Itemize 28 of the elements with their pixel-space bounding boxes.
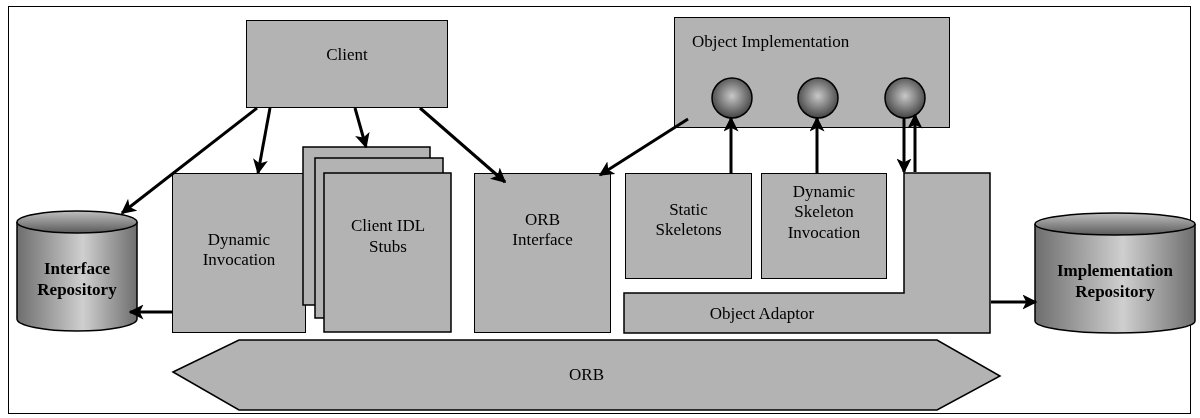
- arrow: [128, 304, 172, 320]
- arrow: [907, 113, 923, 172]
- component-label: ORB Interface: [511, 210, 574, 251]
- arrow: [419, 106, 507, 184]
- component-label: Dynamic Skeleton Invocation: [786, 182, 862, 244]
- component-box: [474, 173, 611, 333]
- component-label: Static Skeletons: [654, 199, 723, 241]
- object-implementation-box: [674, 17, 950, 128]
- arrow: [991, 294, 1038, 310]
- component-label: ORB: [569, 364, 604, 386]
- repository-label: Interface Repository: [36, 259, 118, 300]
- component-box: [761, 173, 887, 279]
- arrow: [809, 116, 825, 173]
- component-box: [625, 173, 752, 279]
- component-box: [172, 173, 306, 333]
- arrow: [896, 118, 912, 174]
- client-box: [246, 20, 448, 108]
- component-label: Client: [326, 45, 368, 66]
- component-label: Object Implementation: [692, 32, 850, 53]
- arrow: [353, 107, 370, 149]
- repository-label: Implementation Repository: [1055, 261, 1175, 302]
- component-label: Dynamic Invocation: [201, 229, 277, 271]
- arrow: [253, 107, 272, 175]
- arrow: [723, 116, 739, 173]
- arrow: [598, 117, 689, 177]
- component-label: Client IDL Stubs: [349, 216, 427, 257]
- arrow: [120, 106, 258, 215]
- component-label: Object Adaptor: [709, 303, 815, 324]
